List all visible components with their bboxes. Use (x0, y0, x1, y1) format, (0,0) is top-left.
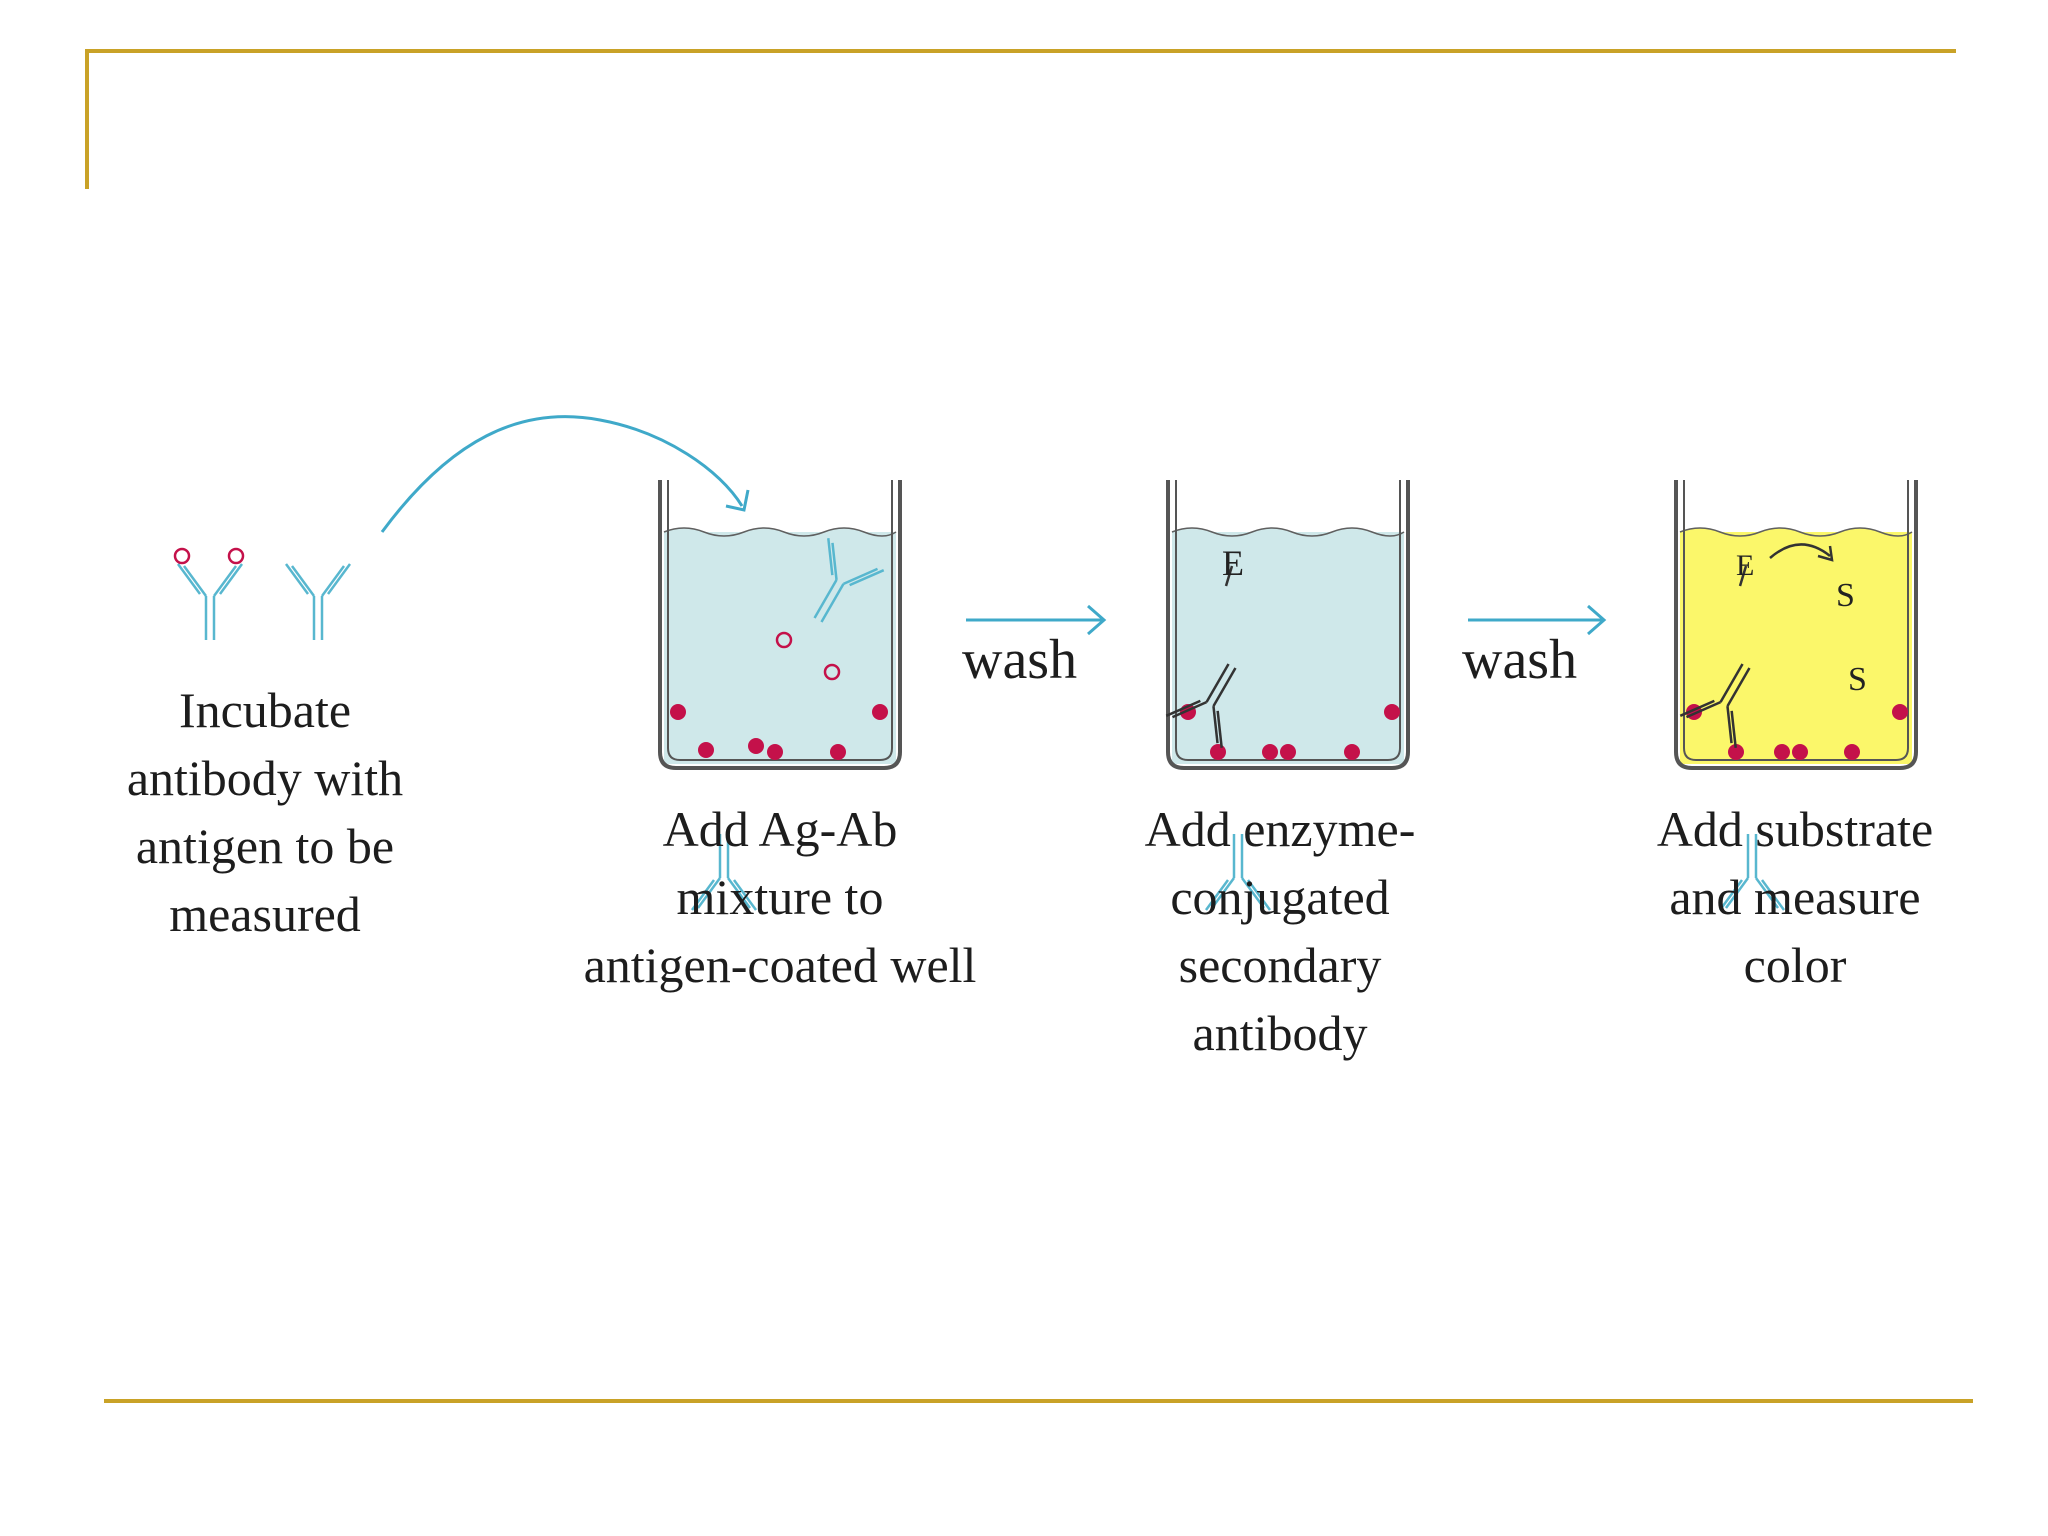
step1-label: Incubate antibody with antigen to be mea… (126, 682, 404, 942)
curved-arrow-icon (380, 415, 750, 533)
antigen-icon (775, 631, 841, 681)
antibody-icon (284, 562, 352, 642)
well-icon (658, 480, 902, 770)
right-arrow-icon (966, 604, 1107, 636)
enzyme-conjugate-icon (1165, 565, 1261, 750)
antigen-icon (670, 704, 888, 760)
wash-label: wash (962, 629, 1078, 691)
top-border-rule (85, 49, 1956, 53)
enzyme-conjugate-icon (1679, 543, 1834, 750)
step3-label: Add enzyme- conjugated secondary antibod… (1144, 801, 1416, 1061)
wash-label: wash (1462, 629, 1578, 691)
enzyme-label: E (1222, 543, 1244, 583)
substrate-label: S (1848, 661, 1867, 698)
antigen-icon (1686, 704, 1908, 760)
step4-label: Add substrate and measure color (1656, 801, 1934, 993)
well-icon (1166, 480, 1410, 770)
enzyme-label: E (1736, 549, 1754, 582)
right-arrow-icon (1468, 604, 1607, 636)
step2-label: Add Ag-Ab mixture to antigen-coated well (583, 801, 977, 993)
antibody-icon (176, 562, 244, 642)
well-icon (1674, 480, 1918, 770)
bottom-border-rule (104, 1399, 1973, 1403)
left-border-rule (85, 49, 89, 189)
antigen-icon (173, 547, 245, 565)
substrate-label: S (1836, 577, 1855, 614)
